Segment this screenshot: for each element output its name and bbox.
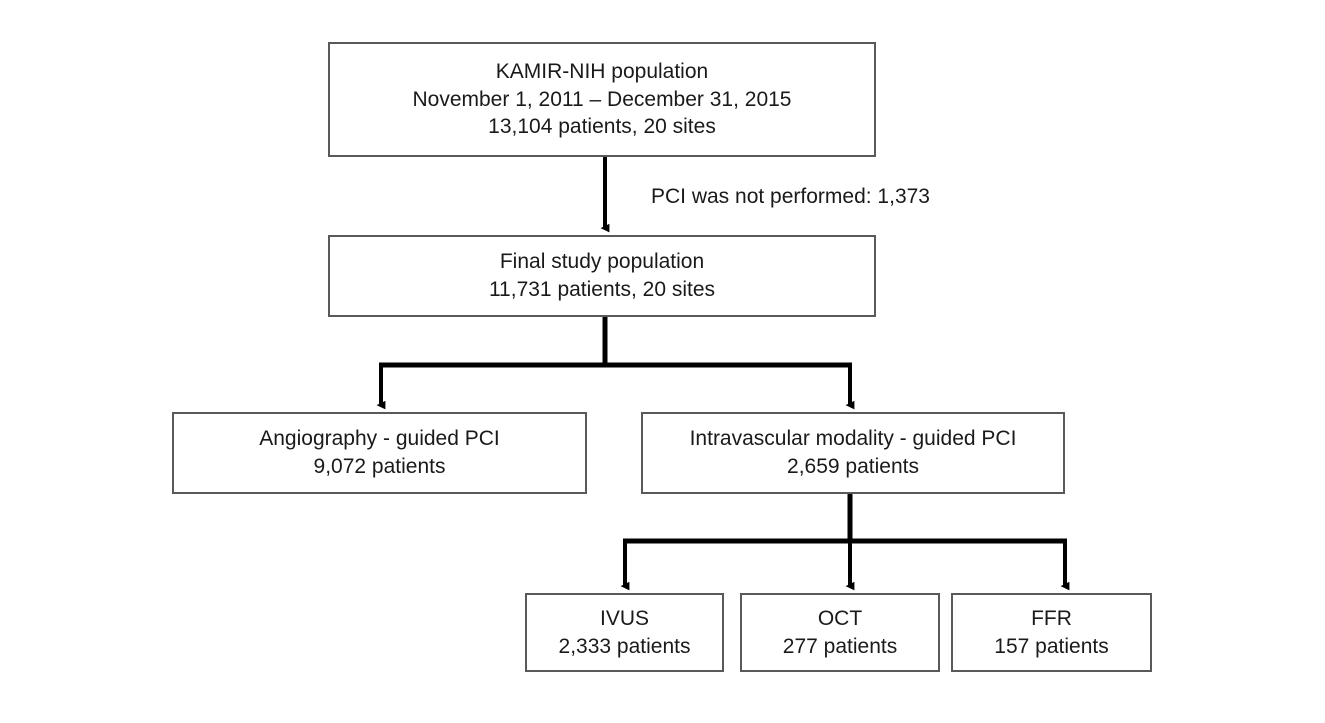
node-line: 157 patients [994,634,1109,658]
connector-intravascular-split [620,494,1070,591]
node-line: KAMIR-NIH population [495,59,709,83]
node-intravascular-modality-guided-pci: Intravascular modality - guided PCI 2,65… [641,412,1065,494]
node-kamir-nih-population: KAMIR-NIH population November 1, 2011 – … [328,42,876,157]
node-line: 13,104 patients, 20 sites [488,115,716,139]
node-ffr: FFR 157 patients [951,593,1152,672]
node-line: Final study population [499,250,705,274]
node-line: OCT [817,606,863,630]
node-line: November 1, 2011 – December 31, 2015 [412,87,792,111]
node-angiography-guided-pci: Angiography - guided PCI 9,072 patients [172,412,587,494]
node-line: 9,072 patients [313,455,446,478]
edge-label-pci-not-performed: PCI was not performed: 1,373 [651,185,930,208]
node-line: Angiography - guided PCI [259,427,500,451]
node-oct: OCT 277 patients [740,593,940,672]
node-final-study-population: Final study population 11,731 patients, … [328,235,876,317]
node-line: FFR [1031,606,1072,630]
node-line: Intravascular modality - guided PCI [689,427,1017,451]
connector-final-split [376,317,855,410]
node-line: IVUS [599,606,649,630]
node-line: 11,731 patients, 20 sites [488,278,716,301]
node-ivus: IVUS 2,333 patients [525,593,724,672]
node-line: 277 patients [782,634,898,658]
node-line: 2,333 patients [558,634,691,658]
node-line: 2,659 patients [787,455,919,478]
